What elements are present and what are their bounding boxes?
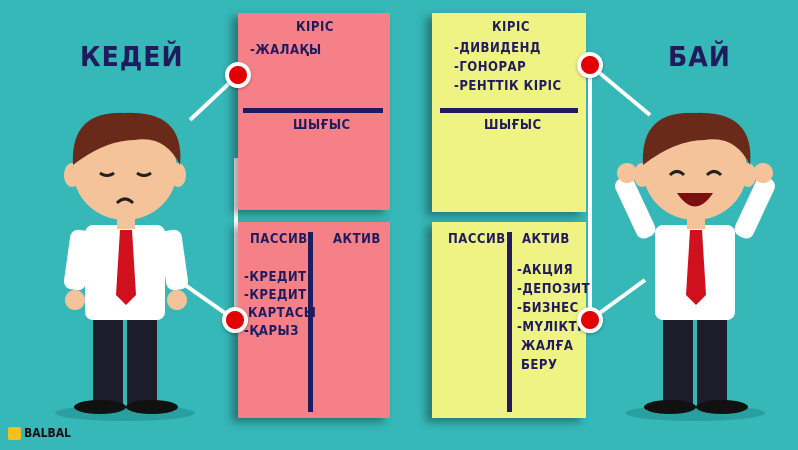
liability-item: -КРЕДИТ (244, 288, 307, 303)
divider (243, 108, 383, 113)
assets-heading: АКТИВ (333, 232, 381, 247)
poor-title: КЕДЕЙ (80, 40, 184, 73)
asset-item: -АКЦИЯ (517, 263, 574, 278)
logo: BALBAL (8, 426, 71, 440)
asset-item: -ДЕПОЗИТ (517, 282, 591, 297)
logo-icon (8, 426, 21, 440)
sad-man-illustration (55, 112, 195, 421)
logo-text: BALBAL (24, 426, 71, 440)
connector-dot (577, 307, 603, 333)
liability-item: КАРТАСЫ (248, 306, 317, 321)
liabilities-heading: ПАССИВ (448, 232, 506, 247)
divider (440, 108, 578, 113)
asset-item: -МҮЛІКТІ (517, 320, 582, 335)
liabilities-heading: ПАССИВ (250, 232, 308, 247)
poor-balance-note: ПАССИВ АКТИВ -КРЕДИТ -КРЕДИТ КАРТАСЫ -ҚА… (238, 222, 390, 418)
asset-item: -БИЗНЕС (517, 301, 579, 316)
income-item: -ДИВИДЕНД (454, 41, 541, 56)
income-heading: КІРІС (492, 20, 530, 35)
expense-heading: ШЫҒЫС (484, 118, 542, 133)
connector-dot (577, 52, 603, 78)
income-heading: КІРІС (296, 20, 334, 35)
income-item: -РЕНТТІК КІРІС (454, 79, 562, 94)
connector-dot (222, 307, 248, 333)
rich-balance-note: ПАССИВ АКТИВ -АКЦИЯ -ДЕПОЗИТ -БИЗНЕС -МҮ… (432, 222, 590, 418)
assets-heading: АКТИВ (522, 232, 570, 247)
asset-item: БЕРУ (521, 358, 558, 373)
liability-item: -КРЕДИТ (244, 270, 307, 285)
asset-item: ЖАЛҒА (521, 339, 574, 354)
divider (507, 232, 512, 412)
divider (308, 232, 313, 412)
income-item: -ГОНОРАР (454, 60, 527, 75)
happy-man-illustration (615, 112, 775, 421)
poor-cashflow-note: КІРІС -ЖАЛАҚЫ ШЫҒЫС (238, 13, 390, 210)
income-item: -ЖАЛАҚЫ (250, 43, 322, 58)
rich-cashflow-note: КІРІС -ДИВИДЕНД -ГОНОРАР -РЕНТТІК КІРІС … (432, 13, 586, 212)
connector-dot (225, 62, 251, 88)
rich-title: БАЙ (668, 40, 731, 73)
liability-item: -ҚАРЫЗ (244, 324, 299, 339)
expense-heading: ШЫҒЫС (293, 118, 351, 133)
